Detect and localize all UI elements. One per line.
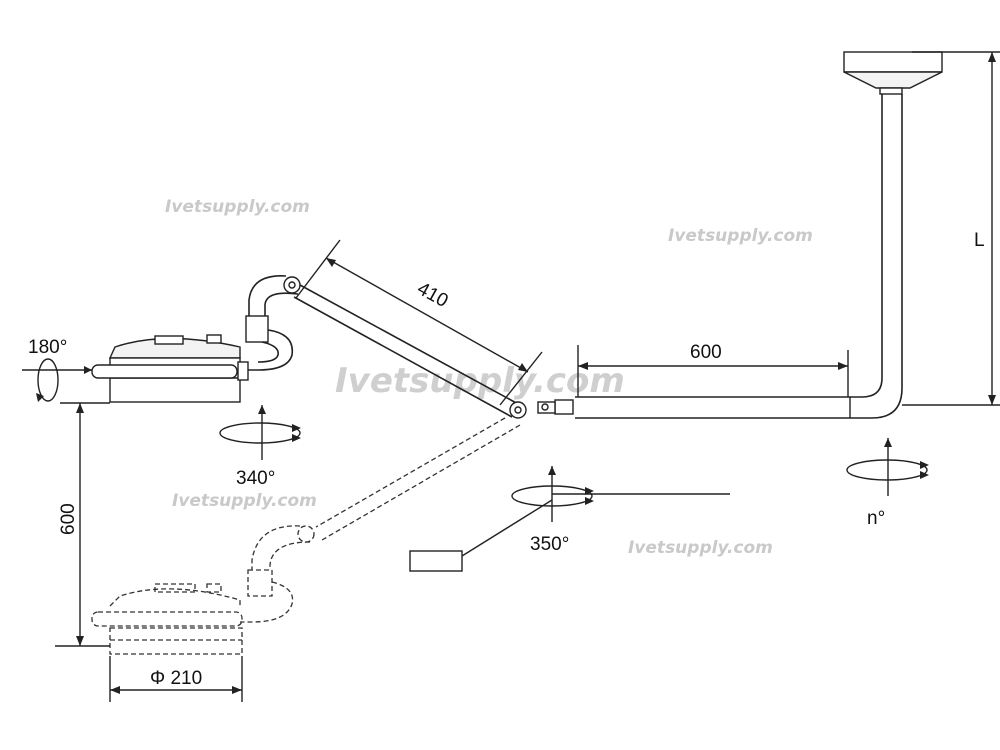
dimension-600-horizontal: 600 bbox=[577, 342, 849, 397]
watermark-top-left: Ivetsupply.com bbox=[165, 197, 310, 217]
diameter-label: Φ 210 bbox=[150, 668, 202, 689]
horizontal-arm bbox=[537, 396, 851, 419]
height-600-label: 600 bbox=[58, 503, 79, 535]
dimension-L: L bbox=[902, 51, 1000, 406]
lamp-head-lower-dashed bbox=[91, 583, 243, 655]
vertical-pole bbox=[850, 94, 903, 419]
lamp-head-upper bbox=[91, 334, 249, 403]
watermark-center: Ivetsupply.com bbox=[335, 361, 625, 401]
arm-410-label: 410 bbox=[414, 278, 452, 312]
dimension-diameter: Φ 210 bbox=[109, 656, 243, 702]
rotation-n-icon: n° bbox=[846, 438, 929, 529]
rotation-180-label: 180° bbox=[28, 337, 67, 358]
watermark-bottom-right: Ivetsupply.com bbox=[628, 538, 773, 558]
watermark-top-right: Ivetsupply.com bbox=[668, 226, 813, 246]
watermark-mid-left: Ivetsupply.com bbox=[172, 491, 317, 511]
rotation-340-label: 340° bbox=[236, 468, 275, 489]
rotation-n-label: n° bbox=[867, 508, 885, 529]
rotation-340-icon: 340° bbox=[219, 405, 301, 489]
ceiling-height-label: L bbox=[974, 230, 985, 251]
rotation-350-label: 350° bbox=[530, 534, 569, 555]
ceiling-mount bbox=[843, 51, 943, 95]
rotation-350-icon: 350° bbox=[409, 466, 730, 572]
rotation-180-icon: 180° bbox=[22, 337, 92, 402]
arm-600-label: 600 bbox=[690, 342, 722, 363]
dimension-600-vertical: 600 bbox=[55, 402, 110, 647]
upper-arm-solid bbox=[245, 275, 527, 419]
lower-arm-dashed bbox=[240, 417, 521, 623]
